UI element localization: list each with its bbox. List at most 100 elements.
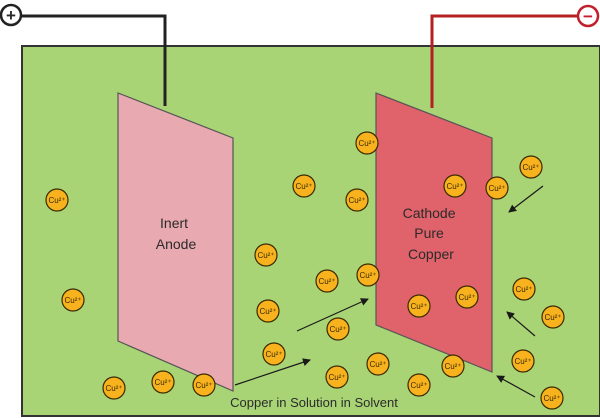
copper-ion-circle <box>262 342 286 366</box>
copper-ion: Cu²⁺ <box>262 342 286 366</box>
copper-ion: Cu²⁺ <box>325 365 349 389</box>
copper-ion-circle <box>485 176 509 200</box>
copper-ion: Cu²⁺ <box>61 288 85 312</box>
cathode-label-line-3: Copper <box>408 246 454 262</box>
copper-ion-label: Cu²⁺ <box>328 373 345 382</box>
copper-ion-label: Cu²⁺ <box>514 357 531 366</box>
copper-ion-circle <box>443 174 467 198</box>
copper-ion-label: Cu²⁺ <box>154 378 171 387</box>
copper-ion: Cu²⁺ <box>355 131 379 155</box>
copper-ion-circle <box>325 365 349 389</box>
copper-ion: Cu²⁺ <box>407 294 431 318</box>
ion-movement-arrows <box>234 185 544 398</box>
copper-ion-label: Cu²⁺ <box>543 394 560 403</box>
copper-ion: Cu²⁺ <box>326 317 350 341</box>
solution-label: Copper in Solution in Solvent <box>230 395 398 410</box>
cathode-label: Cathode Pure Copper <box>403 205 460 262</box>
copper-ion-label: Cu²⁺ <box>444 362 461 371</box>
copper-ion: Cu²⁺ <box>519 155 543 179</box>
copper-ion-label: Cu²⁺ <box>348 196 365 205</box>
copper-ion-circle <box>355 131 379 155</box>
copper-ion: Cu²⁺ <box>443 174 467 198</box>
copper-ion-circle <box>407 294 431 318</box>
copper-ion: Cu²⁺ <box>512 277 536 301</box>
copper-ion: Cu²⁺ <box>254 243 278 267</box>
positive-terminal-symbol: + <box>6 6 16 25</box>
copper-ion: Cu²⁺ <box>345 188 369 212</box>
negative-wire <box>430 14 585 108</box>
copper-ion: Cu²⁺ <box>511 349 535 373</box>
copper-ion-label: Cu²⁺ <box>446 182 463 191</box>
copper-ion-label: Cu²⁺ <box>410 302 427 311</box>
ion-arrow <box>234 358 311 386</box>
copper-ion-circle <box>366 352 390 376</box>
negative-terminal-symbol: − <box>583 7 593 26</box>
copper-ion-label: Cu²⁺ <box>488 184 505 193</box>
copper-ion: Cu²⁺ <box>151 370 175 394</box>
copper-ion: Cu²⁺ <box>455 285 479 309</box>
copper-ion: Cu²⁺ <box>292 174 316 198</box>
copper-ion-label: Cu²⁺ <box>458 293 475 302</box>
ion-arrow <box>506 311 536 337</box>
copper-ion-circle <box>511 349 535 373</box>
ion-arrow <box>496 375 536 398</box>
inert-anode-plate <box>117 92 234 392</box>
copper-ion-circle <box>356 263 380 287</box>
positive-wire <box>21 14 167 106</box>
copper-ion-label: Cu²⁺ <box>64 296 81 305</box>
copper-ion-circle <box>192 373 216 397</box>
copper-ion-circle <box>61 288 85 312</box>
copper-ion-circle <box>512 277 536 301</box>
copper-ion-label: Cu²⁺ <box>295 182 312 191</box>
copper-ion-label: Cu²⁺ <box>544 313 561 322</box>
copper-ion-circle <box>455 285 479 309</box>
copper-ion: Cu²⁺ <box>315 269 339 293</box>
copper-ion-circle <box>254 243 278 267</box>
copper-ion-label: Cu²⁺ <box>48 196 65 205</box>
copper-ion-circle <box>407 373 431 397</box>
copper-ion: Cu²⁺ <box>407 373 431 397</box>
copper-ion-label: Cu²⁺ <box>358 139 375 148</box>
copper-ion-circle <box>151 370 175 394</box>
copper-ion-label: Cu²⁺ <box>257 251 274 260</box>
copper-ion: Cu²⁺ <box>45 188 69 212</box>
copper-ion: Cu²⁺ <box>441 354 465 378</box>
anode-label-line-2: Anode <box>156 236 197 252</box>
copper-ion-circle <box>345 188 369 212</box>
copper-ion-circle <box>45 188 69 212</box>
negative-terminal: − <box>576 4 600 28</box>
copper-ion: Cu²⁺ <box>541 305 565 329</box>
cathode-label-line-1: Cathode <box>403 205 456 221</box>
copper-ion: Cu²⁺ <box>485 176 509 200</box>
copper-ion-circle <box>326 317 350 341</box>
copper-ion-circle <box>256 299 280 323</box>
copper-ion-label: Cu²⁺ <box>329 325 346 334</box>
copper-ion-label: Cu²⁺ <box>359 271 376 280</box>
copper-ion-label: Cu²⁺ <box>195 381 212 390</box>
copper-ion-label: Cu²⁺ <box>410 381 427 390</box>
copper-ion: Cu²⁺ <box>540 386 564 410</box>
copper-ion: Cu²⁺ <box>102 376 126 400</box>
cathode-label-line-2: Pure <box>414 225 444 241</box>
copper-ion-circle <box>541 305 565 329</box>
copper-ion: Cu²⁺ <box>256 299 280 323</box>
copper-ion: Cu²⁺ <box>366 352 390 376</box>
copper-ion-circle <box>102 376 126 400</box>
copper-ion-label: Cu²⁺ <box>522 163 539 172</box>
copper-ion-label: Cu²⁺ <box>515 285 532 294</box>
copper-ions: Cu²⁺ Cu²⁺ Cu²⁺ Cu²⁺ Cu²⁺ Cu²⁺ Cu²⁺ Cu²⁺ Cu²⁺ Cu²⁺… <box>45 131 565 410</box>
copper-ion-label: Cu²⁺ <box>105 384 122 393</box>
copper-ion-circle <box>441 354 465 378</box>
copper-ion-circle <box>519 155 543 179</box>
positive-terminal: + <box>0 3 23 27</box>
copper-ion-label: Cu²⁺ <box>265 350 282 359</box>
copper-ion-label: Cu²⁺ <box>259 307 276 316</box>
copper-ion: Cu²⁺ <box>356 263 380 287</box>
anode-label: Inert Anode <box>156 215 197 252</box>
copper-ion: Cu²⁺ <box>192 373 216 397</box>
ion-arrow <box>296 298 369 332</box>
copper-ion-label: Cu²⁺ <box>369 360 386 369</box>
copper-ion-circle <box>292 174 316 198</box>
anode-label-line-1: Inert <box>160 215 188 231</box>
